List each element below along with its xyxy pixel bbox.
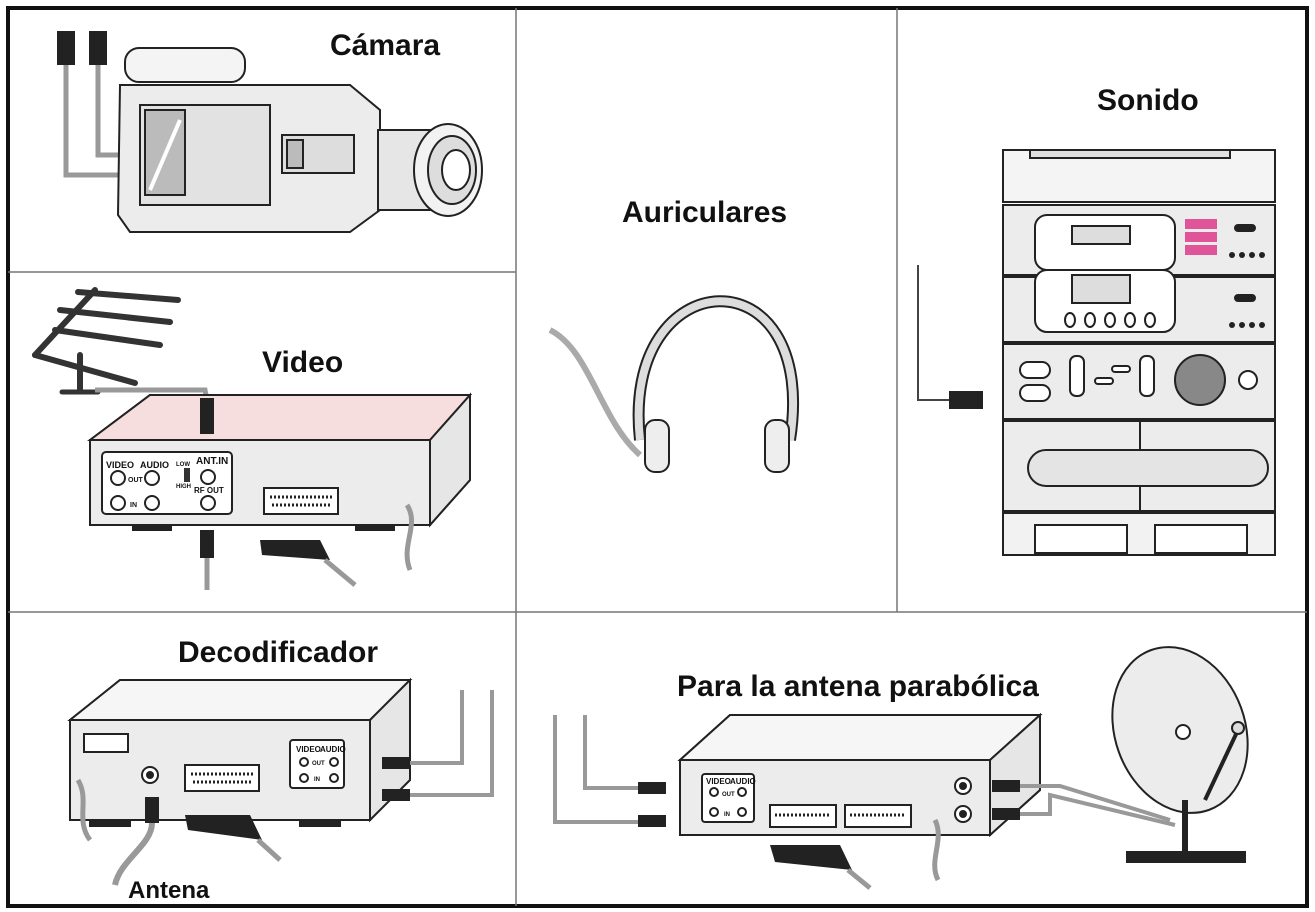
satellite-receiver-illustration [680, 715, 1040, 835]
sat-port-audio: AUDIO [730, 777, 756, 786]
video-port-label-high: HIGH [176, 484, 191, 490]
headphones-illustration [550, 301, 793, 472]
camera-illustration [58, 32, 482, 232]
decoder-illustration [70, 680, 410, 826]
sat-port-out: OUT [722, 792, 735, 798]
sat-port-in: IN [724, 812, 730, 818]
satellite-dish-illustration [1090, 628, 1270, 862]
antenna-label: Antena [128, 877, 210, 904]
video-port-label-low: LOW [176, 462, 190, 468]
video-port-label-audio: AUDIO [140, 460, 169, 470]
decoder-port-in: IN [314, 777, 320, 783]
stereo-system-illustration [918, 150, 1275, 555]
video-port-label-rf-out: RF OUT [194, 486, 224, 495]
video-port-label-ant-in: ANT.IN [196, 456, 228, 467]
video-port-label-out: OUT [128, 477, 144, 484]
decoder-port-video: VIDEO [296, 745, 321, 754]
headphones-label: Auriculares [622, 196, 787, 229]
sat-port-video: VIDEO [706, 777, 731, 786]
decoder-port-out: OUT [312, 761, 325, 767]
video-recorder-illustration: VIDEO AUDIO OUT IN ANT.IN RF OUT LOW HIG… [35, 290, 470, 590]
decoder-port-audio: AUDIO [320, 745, 346, 754]
video-label: Video [262, 346, 343, 379]
tv-antenna [35, 290, 178, 392]
video-port-label-video: VIDEO [106, 460, 134, 470]
satellite-label: Para la antena parabólica [677, 670, 1039, 703]
camera-label: Cámara [330, 29, 440, 62]
decoder-label: Decodificador [178, 636, 378, 669]
video-port-label-in: IN [130, 502, 137, 509]
sound-label: Sonido [1097, 84, 1199, 117]
